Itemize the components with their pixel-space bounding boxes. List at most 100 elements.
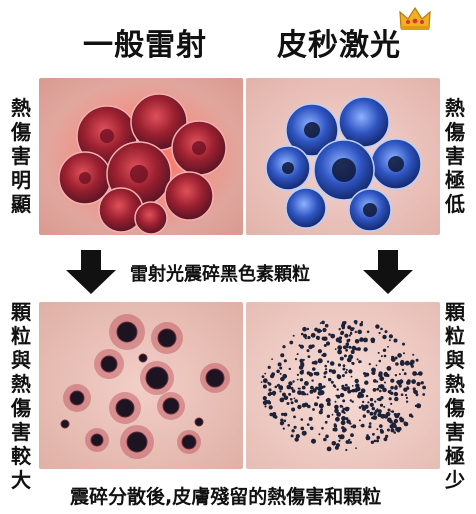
pigment-particle <box>329 361 335 366</box>
pigment-particle <box>345 348 348 352</box>
pigment-particle <box>308 372 314 377</box>
pigment-particle <box>396 429 401 433</box>
pigment-particle <box>354 330 357 334</box>
pigment-particle <box>397 379 400 382</box>
pigment-particle <box>339 356 344 361</box>
pigment-particle <box>299 358 304 363</box>
pigment-particle <box>350 425 353 428</box>
pigment-particle <box>326 360 330 363</box>
pigment-particle <box>397 353 402 358</box>
pigment-particle <box>405 396 408 399</box>
pigment-particle <box>304 381 309 386</box>
pigment-particle <box>344 406 350 412</box>
pigment-particle <box>346 339 350 343</box>
pigment-particle <box>302 326 307 332</box>
pigment-particle <box>388 334 393 339</box>
pigment-particle <box>300 418 304 421</box>
pigment-particle <box>290 434 294 438</box>
pigment-particle <box>391 410 395 413</box>
pigment-particle <box>300 361 305 367</box>
pigment-particle <box>365 372 370 377</box>
pigment-particle <box>342 399 346 403</box>
pigment-particle <box>352 424 357 429</box>
pigment-particle <box>276 369 280 374</box>
pigment-particle <box>372 432 375 436</box>
pigment-particle <box>292 334 295 337</box>
pigment-particle <box>331 413 334 416</box>
pigment-particle <box>262 378 268 384</box>
pigment-particle <box>320 408 323 411</box>
pigment-particle <box>310 385 314 390</box>
pigment-particle <box>294 437 299 442</box>
pigment-particle <box>346 386 350 390</box>
pigment-particle <box>297 387 300 390</box>
pigment-particle <box>288 381 293 386</box>
pigment-particle <box>325 341 331 346</box>
pigment-particle <box>382 387 387 393</box>
pigment-particle <box>412 387 416 391</box>
pigment-particle <box>323 371 327 375</box>
pigment-particle <box>290 386 294 390</box>
pigment-particle <box>342 367 346 371</box>
pigment-particle <box>364 380 369 385</box>
pigment-particle <box>351 400 354 403</box>
pigment-particle <box>301 385 306 390</box>
pigment-particle <box>294 399 298 403</box>
pigment-particle <box>310 332 316 338</box>
pigment-particle <box>359 322 363 327</box>
pigment-particle <box>351 385 354 387</box>
pigment-particle <box>368 363 371 366</box>
pigment-particle <box>412 371 417 376</box>
pigment-particle <box>416 373 419 376</box>
pigment-particle <box>260 381 263 383</box>
pigment-particle <box>356 358 359 361</box>
pigment-particle <box>407 379 411 383</box>
pigment-particle <box>293 397 296 400</box>
pigment-particle <box>350 433 354 437</box>
pigment-particle <box>312 388 317 393</box>
pigment-particle <box>348 334 351 337</box>
pigment-particle <box>290 401 294 405</box>
pigment-particle <box>394 374 398 377</box>
pigment-particle <box>261 375 265 378</box>
pigment-particle <box>335 394 338 397</box>
pigment-particle <box>360 321 364 324</box>
pigment-particle <box>279 372 282 375</box>
pigment-particle <box>270 374 275 379</box>
pigment-particle <box>403 421 409 427</box>
pigment-particle <box>324 420 328 424</box>
pigment-particle <box>307 335 311 340</box>
pigment-particle <box>376 428 379 431</box>
pigment-particle <box>302 333 308 338</box>
pigment-particle <box>348 345 352 349</box>
pigment-particle <box>353 388 358 393</box>
pigment-particle <box>307 404 311 409</box>
pigment-particle <box>312 408 315 411</box>
pigment-particle <box>274 385 278 389</box>
pigment-particle <box>318 403 324 409</box>
pigment-particle <box>349 441 352 444</box>
pigment-particle <box>297 390 302 395</box>
pigment-particle <box>340 330 345 335</box>
pigment-particle <box>282 345 286 349</box>
pigment-particle <box>351 362 355 365</box>
pigment-particle <box>308 344 313 350</box>
pigment-particle <box>390 402 393 405</box>
pigment-particle <box>363 337 368 343</box>
pigment-particle <box>376 435 380 440</box>
pigment-particle <box>378 373 383 378</box>
pigment-particle <box>354 339 360 344</box>
pigment-particle <box>393 431 396 434</box>
pigment-particle <box>300 426 305 431</box>
pigment-particle <box>351 345 357 351</box>
pigment-particle <box>314 327 318 332</box>
pigment-particle <box>378 359 382 363</box>
pigment-particle <box>293 425 297 429</box>
pigment-particle <box>330 380 334 384</box>
pigment-particle <box>279 366 283 370</box>
pigment-particle <box>367 401 370 404</box>
pigment-particle <box>405 400 409 403</box>
pigment-particle <box>262 384 267 389</box>
pigment-particle <box>336 388 339 391</box>
pigment-particle <box>302 358 305 361</box>
